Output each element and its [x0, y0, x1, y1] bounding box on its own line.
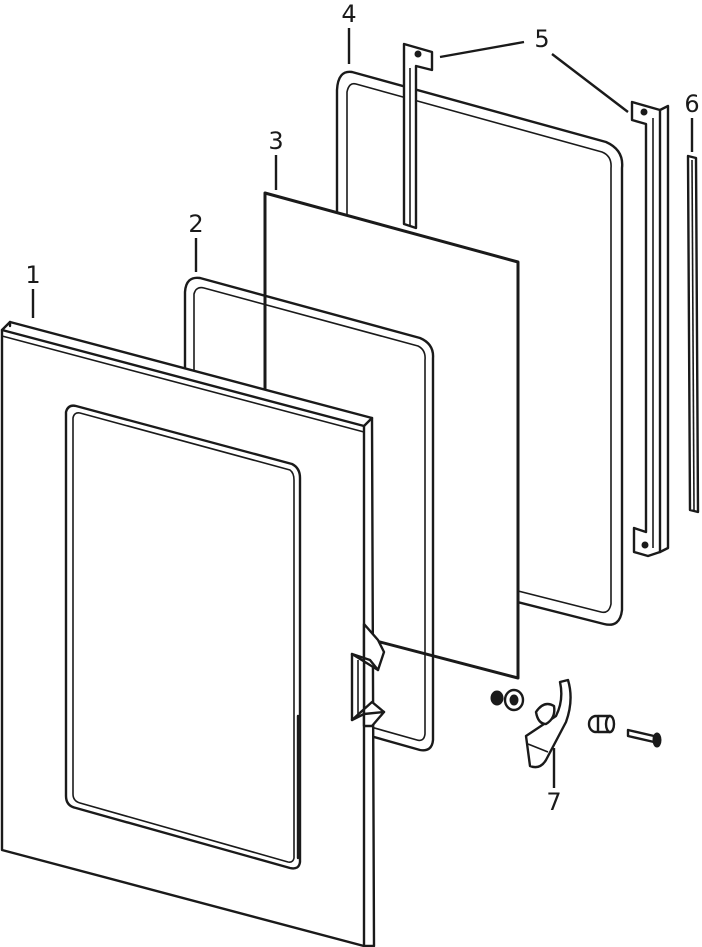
- callout-7: 7: [546, 788, 561, 816]
- leader-5b: [551, 53, 629, 113]
- part-6-seal-strip: [686, 154, 700, 514]
- callout-1: 1: [25, 261, 40, 289]
- callout-labels: 1 2 3 4 5 6 7: [25, 0, 699, 816]
- part-5-hinge-strip-left: [402, 42, 434, 230]
- part-5-hinge-strip-right: [630, 100, 670, 558]
- callout-4: 4: [341, 0, 356, 28]
- part-7-hinge-bracket: [490, 678, 662, 769]
- callout-6: 6: [684, 90, 699, 118]
- callout-5: 5: [534, 25, 549, 53]
- part-1-front-frame: [0, 320, 386, 947]
- callout-3: 3: [268, 127, 283, 155]
- callout-2: 2: [188, 210, 203, 238]
- leader-lines: [31, 28, 694, 788]
- leader-5a: [439, 40, 525, 59]
